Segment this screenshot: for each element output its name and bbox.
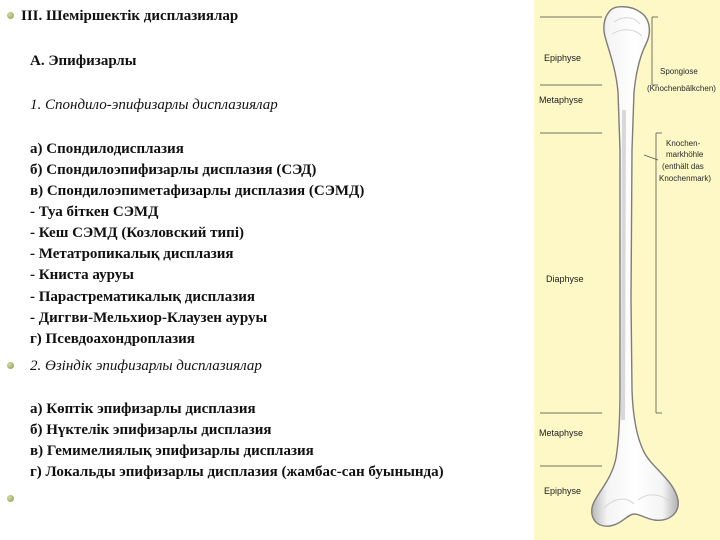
bracket-line xyxy=(643,154,659,161)
note-marrow-2: markhöhle xyxy=(666,150,704,159)
list-item: в) Гемимелиялық эпифизарлы дисплазия xyxy=(30,443,314,459)
note-spongiosa-1: Spongiose xyxy=(660,67,698,76)
marrow-cavity xyxy=(621,109,626,421)
section2-title: 2. Өзіндік эпифизарлы дисплазиялар xyxy=(30,358,262,374)
spongiosa-bottom xyxy=(603,494,671,509)
label-epiphyse-bottom: Epiphyse xyxy=(544,486,582,496)
list-item: - Книста ауруы xyxy=(30,267,134,283)
section1-title: 1. Спондило-эпифизарлы дисплазиялар xyxy=(30,97,278,113)
label-metaphyse-top: Metaphyse xyxy=(539,95,584,105)
note-marrow-4: Knochenmark) xyxy=(659,174,712,183)
bullet-3 xyxy=(7,495,14,502)
subheading: А. Эпифизарлы xyxy=(30,53,137,69)
list-item: - Метатропикалық дисплазия xyxy=(30,246,234,262)
list-item: г) Псевдоахондроплазия xyxy=(30,331,195,347)
label-metaphyse-bottom: Metaphyse xyxy=(539,428,584,438)
bone-figure: Epiphyse Metaphyse Diaphyse Metaphyse Ep… xyxy=(534,0,720,540)
bullet-2 xyxy=(7,362,14,369)
note-marrow-1: Knochen- xyxy=(666,139,701,148)
label-epiphyse-top: Epiphyse xyxy=(544,53,582,63)
note-spongiosa-2: (Knochenbälkchen) xyxy=(647,84,716,93)
note-marrow-3: (enthält das xyxy=(662,162,704,171)
list-item: - Парастрематикалық дисплазия xyxy=(30,289,255,305)
label-diaphyse: Diaphyse xyxy=(546,274,584,284)
list-item: а) Спондилодисплазия xyxy=(30,141,184,157)
list-item: а) Көптік эпифизарлы дисплазия xyxy=(30,401,256,417)
bullet-1 xyxy=(7,12,14,19)
spongiosa-top xyxy=(611,17,643,37)
long-bone-illustration xyxy=(540,6,679,527)
list-item: - Кеш СЭМД (Козловский типі) xyxy=(30,225,244,241)
list-item: - Диггви-Мельхиор-Клаузен ауруы xyxy=(30,310,268,326)
bone-shape xyxy=(591,6,679,527)
slide-heading: III. Шеміршектік дисплазиялар xyxy=(21,8,239,24)
list-item: б) Спондилоэпифизарлы дисплазия (СЭД) xyxy=(30,162,317,178)
list-item: б) Нүктелік эпифизарлы дисплазия xyxy=(30,422,272,438)
list-item: г) Локальды эпифизарлы дисплазия (жамбас… xyxy=(30,464,444,480)
list-item: - Туа біткен СЭМД xyxy=(30,204,159,220)
list-item: в) Спондилоэпиметафизарлы дисплазия (СЭМ… xyxy=(30,183,365,199)
